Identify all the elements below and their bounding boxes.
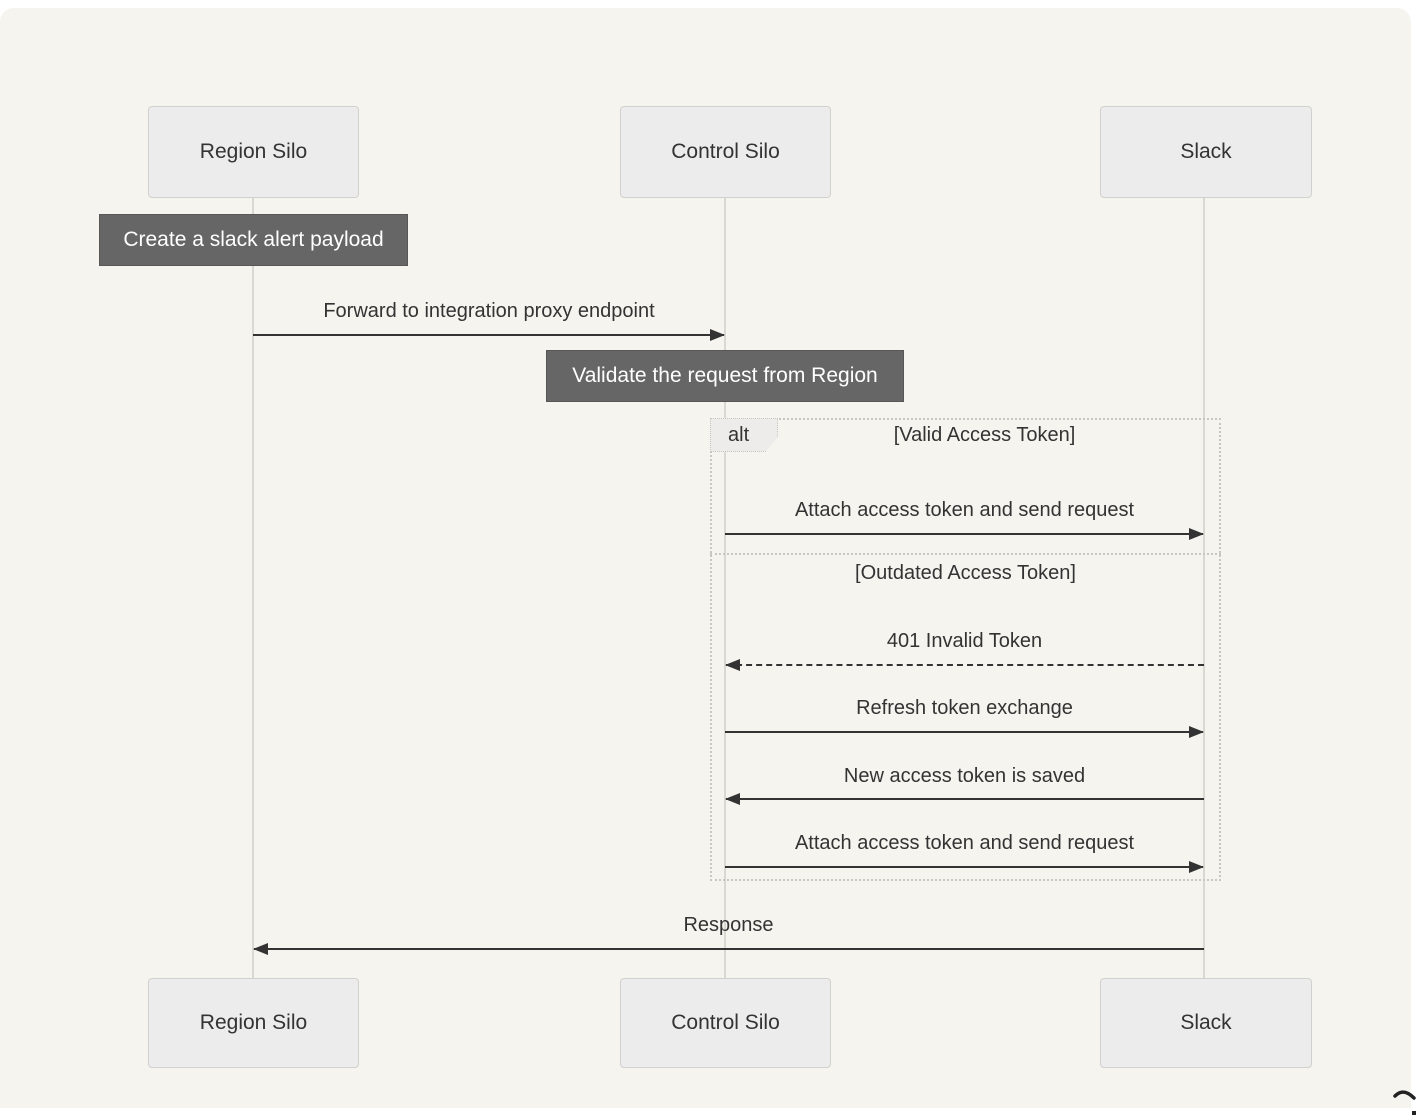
message-arrow-attach-2 <box>725 861 1204 873</box>
arrowhead-right-icon <box>1189 726 1204 738</box>
actor-slack-top: Slack <box>1100 106 1312 198</box>
lifeline-control-silo <box>724 198 726 978</box>
alt-divider <box>710 553 1221 555</box>
message-label-token-saved: New access token is saved <box>843 765 1086 787</box>
arrowhead-right-icon <box>710 329 725 341</box>
message-arrow-401 <box>725 659 1204 671</box>
message-label-401: 401 Invalid Token <box>886 630 1043 652</box>
actor-slack-bottom: Slack <box>1100 978 1312 1068</box>
note-text: Create a slack alert payload <box>123 228 384 251</box>
message-label-attach-2: Attach access token and send request <box>794 832 1135 854</box>
cursor-artifact-icon <box>1393 1090 1416 1115</box>
arrowhead-left-icon <box>253 943 268 955</box>
actor-control-silo-top: Control Silo <box>620 106 831 198</box>
note-validate-request: Validate the request from Region <box>546 350 904 402</box>
message-arrow-refresh <box>725 726 1204 738</box>
message-arrow-response <box>253 943 1204 955</box>
actor-label: Region Silo <box>199 140 308 163</box>
lifeline-region-silo <box>252 198 254 978</box>
actor-label: Slack <box>1180 1011 1232 1034</box>
sequence-diagram-canvas: Region Silo Control Silo Slack Create a … <box>0 8 1416 1115</box>
message-arrow-token-saved <box>725 793 1204 805</box>
arrowhead-right-icon <box>1189 861 1204 873</box>
note-text: Validate the request from Region <box>572 364 878 387</box>
diagram-panel: Region Silo Control Silo Slack Create a … <box>0 8 1416 1115</box>
alt-frame <box>710 418 1221 881</box>
message-label-forward: Forward to integration proxy endpoint <box>323 300 655 322</box>
actor-region-silo-top: Region Silo <box>148 106 359 198</box>
arrowhead-right-icon <box>1189 528 1204 540</box>
message-label-refresh: Refresh token exchange <box>856 697 1073 719</box>
actor-label: Control Silo <box>671 140 780 163</box>
actor-label: Control Silo <box>671 1011 780 1034</box>
arrowhead-left-icon <box>725 793 740 805</box>
actor-label: Region Silo <box>199 1011 308 1034</box>
actor-region-silo-bottom: Region Silo <box>148 978 359 1068</box>
note-create-slack-alert-payload: Create a slack alert payload <box>99 214 408 266</box>
alt-condition-valid-token: [Valid Access Token] <box>893 424 1076 446</box>
arrowhead-left-icon <box>725 659 740 671</box>
actor-label: Slack <box>1180 140 1232 163</box>
alt-condition-outdated-token: [Outdated Access Token] <box>855 562 1076 584</box>
alt-label: alt <box>710 418 778 452</box>
message-label-attach-1: Attach access token and send request <box>794 499 1135 521</box>
actor-control-silo-bottom: Control Silo <box>620 978 831 1068</box>
alt-label-text: alt <box>728 423 750 446</box>
message-label-response: Response <box>683 914 774 936</box>
lifeline-slack <box>1203 198 1205 978</box>
message-arrow-forward <box>253 329 725 341</box>
message-arrow-attach-1 <box>725 528 1204 540</box>
